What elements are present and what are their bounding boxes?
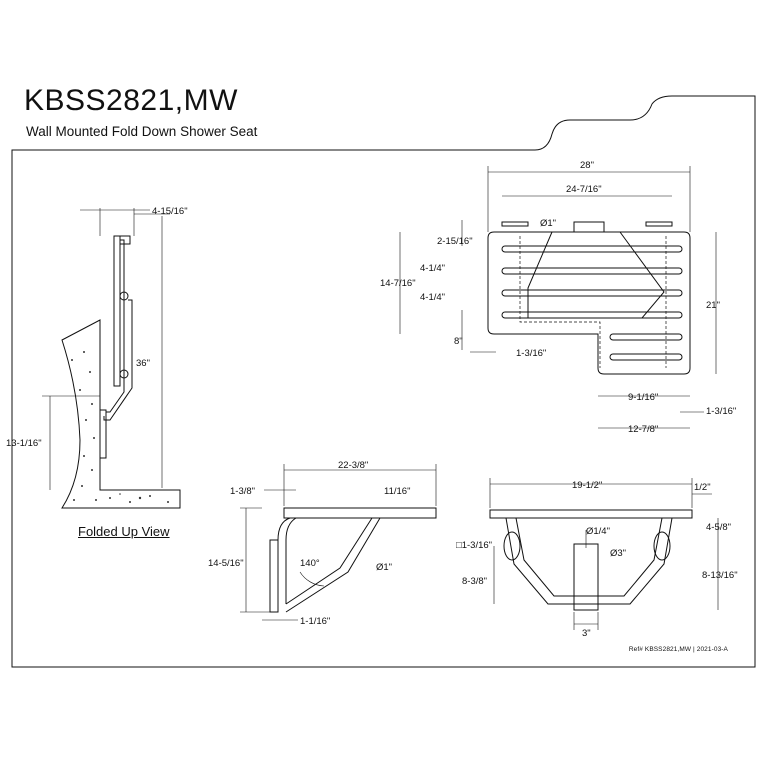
sheet-border (11, 95, 756, 668)
folded-cap (119, 235, 131, 245)
folded-plate (113, 235, 121, 387)
dim-front-81316: 8-13/16" (702, 570, 738, 581)
dim-front-flange: Ø3" (610, 548, 626, 559)
dim-top-edge: 2-15/16" (437, 236, 473, 247)
dim-top-1316: 1-3/16" (516, 348, 546, 359)
side-back-tube (277, 517, 291, 612)
dim-folded-top: 4-15/16" (152, 206, 188, 217)
dim-front-838: 8-3/8" (462, 576, 487, 587)
folded-tube (106, 239, 125, 413)
folded-view-label: Folded Up View (78, 524, 170, 539)
side-seat (283, 507, 437, 519)
folded-bolt-1 (119, 291, 129, 301)
dim-slat-2: 4-1/4" (420, 292, 445, 303)
top-view (399, 166, 717, 429)
reference-label: Ref# KBSS2821,MW | 2021-03-A (628, 646, 728, 653)
dim-side-width: 22-3/8" (338, 460, 368, 471)
dim-front-bolt: Ø1/4" (586, 526, 610, 537)
dim-top-8: 8" (454, 336, 463, 347)
folded-bolt-2 (119, 369, 129, 379)
wall-hatch (71, 351, 169, 503)
dim-side-height: 14-5/16" (208, 558, 244, 569)
dim-bottom-1278: 12-7/8" (628, 424, 658, 435)
side-brace (285, 517, 373, 605)
top-tube (527, 231, 665, 319)
front-frame-outer (505, 517, 673, 605)
front-view (489, 478, 719, 630)
dim-side-138: 1-3/8" (230, 486, 255, 497)
dim-front-width: 19-1/2" (572, 480, 602, 491)
dim-side-angle: 140° (300, 558, 320, 569)
wall-section (61, 319, 181, 509)
dim-folded-wall: 13-1/16" (6, 438, 42, 449)
side-back-tube-inner (285, 517, 297, 604)
dim-top-tube: Ø1" (540, 218, 556, 229)
dim-front-square: □1-3/16" (456, 540, 492, 551)
product-subtitle: Wall Mounted Fold Down Shower Seat (26, 124, 258, 139)
seat-outline (487, 231, 691, 375)
dim-top-inner: 24-7/16" (566, 184, 602, 195)
dim-front-half: 1/2" (694, 482, 711, 493)
front-bracket (573, 543, 599, 611)
side-brace-outer (285, 517, 381, 613)
dim-slat-1: 4-1/4" (420, 263, 445, 274)
dim-top-depth: 14-7/16" (380, 278, 416, 289)
dim-top-width: 28" (580, 160, 594, 171)
front-seat (489, 509, 693, 519)
dim-side-base: 1-1/16" (300, 616, 330, 627)
dim-side-tube: Ø1" (376, 562, 392, 573)
dim-bottom-right-1316: 1-3/16" (706, 406, 736, 417)
side-view (240, 464, 437, 621)
folded-bracket (99, 409, 107, 459)
dim-side-1116: 11/16" (384, 486, 410, 497)
folded-tube-inner (103, 299, 133, 421)
folded-view (42, 208, 181, 509)
front-flange-right (653, 531, 671, 561)
product-title: KBSS2821,MW (24, 84, 238, 117)
dim-folded-height: 36" (136, 358, 150, 369)
dim-front-3: 3" (582, 628, 591, 639)
front-flange-left (503, 531, 521, 561)
side-wall-plate (269, 539, 279, 613)
dim-top-right-height: 21" (706, 300, 720, 311)
dim-front-458: 4-5/8" (706, 522, 731, 533)
dim-bottom-9116: 9-1/16" (628, 392, 658, 403)
